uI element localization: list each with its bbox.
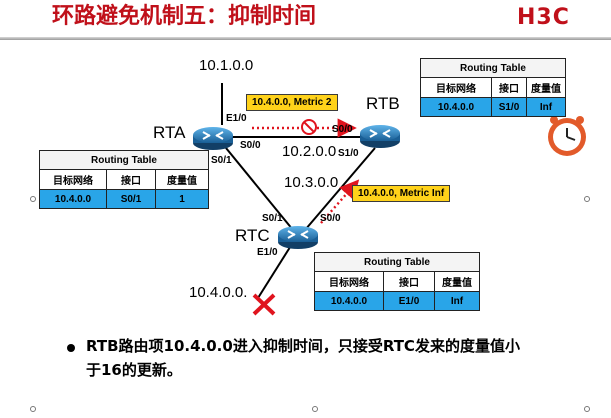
cell-dest: 10.4.0.0 <box>420 97 492 117</box>
update-callout-c-to-b: 10.4.0.0, Metric Inf <box>352 185 451 202</box>
selection-handle[interactable] <box>30 196 36 202</box>
col-header-iface: 接口 <box>491 77 527 98</box>
cell-iface: S1/0 <box>491 97 527 117</box>
cell-metric: 1 <box>155 189 209 209</box>
rta-port-s01: S0/1 <box>211 155 232 166</box>
rtc-port-s00: S0/0 <box>320 213 341 224</box>
col-header-iface: 接口 <box>383 271 435 292</box>
h3c-logo: H3C <box>517 5 570 30</box>
cell-iface: S0/1 <box>106 189 156 209</box>
slide-title: 环路避免机制五：抑制时间 <box>52 4 317 29</box>
link-failure-x-icon <box>252 293 276 316</box>
selection-handle[interactable] <box>312 406 318 412</box>
routing-table-rtb: Routing Table 目标网络 接口 度量值 10.4.0.0 S1/0 … <box>420 58 566 117</box>
col-header-metric: 度量值 <box>526 77 566 98</box>
selection-handle[interactable] <box>584 406 590 412</box>
col-header-metric: 度量值 <box>434 271 480 292</box>
title-divider <box>0 37 611 40</box>
routing-table-caption: Routing Table <box>314 252 480 272</box>
rta-port-e10: E1/0 <box>226 113 247 124</box>
table-row: 10.4.0.0 S0/1 1 <box>39 189 209 209</box>
routing-table-caption: Routing Table <box>39 150 209 170</box>
holddown-clock-icon <box>548 116 586 156</box>
cell-dest: 10.4.0.0 <box>39 189 107 209</box>
router-rta-name: RTA <box>153 123 186 142</box>
routing-table-caption: Routing Table <box>420 58 566 78</box>
cell-metric: Inf <box>526 97 566 117</box>
col-header-metric: 度量值 <box>155 169 209 190</box>
network-label-top: 10.1.0.0 <box>199 57 254 74</box>
selection-handle[interactable] <box>584 196 590 202</box>
selection-handle[interactable] <box>30 406 36 412</box>
col-header-dest: 目标网络 <box>39 169 107 190</box>
router-rtc-icon[interactable] <box>278 226 318 249</box>
link-rta-rtc <box>225 147 294 231</box>
update-callout-a-to-b: 10.4.0.0, Metric 2 <box>246 94 338 111</box>
cell-dest: 10.4.0.0 <box>314 291 384 311</box>
cell-metric: Inf <box>434 291 480 311</box>
table-row: 10.4.0.0 S1/0 Inf <box>420 97 566 117</box>
col-header-dest: 目标网络 <box>314 271 384 292</box>
router-rtb-name: RTB <box>366 94 400 113</box>
router-rtb-icon[interactable] <box>360 125 400 148</box>
rtb-port-s10: S1/0 <box>338 148 359 159</box>
rtc-port-s01: S0/1 <box>262 213 283 224</box>
blocked-icon <box>301 119 317 135</box>
cell-iface: E1/0 <box>383 291 435 311</box>
router-rta-icon[interactable] <box>193 127 233 150</box>
bullet-point-icon <box>67 344 75 352</box>
col-header-dest: 目标网络 <box>420 77 492 98</box>
network-label-ab: 10.2.0.0 <box>282 143 337 160</box>
bullet-text: RTB路由项10.4.0.0进入抑制时间，只接受RTC发来的度量值小于16的更新… <box>86 337 520 379</box>
routing-table-rtc: Routing Table 目标网络 接口 度量值 10.4.0.0 E1/0 … <box>314 252 480 311</box>
network-label-bc: 10.3.0.0 <box>284 174 339 191</box>
network-label-bottom: 10.4.0.0. <box>189 284 248 301</box>
router-rtc-name: RTC <box>235 226 270 245</box>
routing-table-rta: Routing Table 目标网络 接口 度量值 10.4.0.0 S0/1 … <box>39 150 209 209</box>
rtc-port-e10: E1/0 <box>257 247 278 258</box>
update-arrow-c-to-b <box>320 179 360 224</box>
rta-port-s00: S0/0 <box>240 140 261 151</box>
link-rtc-bottom <box>257 243 293 299</box>
rtb-port-s00: S0/0 <box>332 124 353 135</box>
col-header-iface: 接口 <box>106 169 156 190</box>
table-row: 10.4.0.0 E1/0 Inf <box>314 291 480 311</box>
